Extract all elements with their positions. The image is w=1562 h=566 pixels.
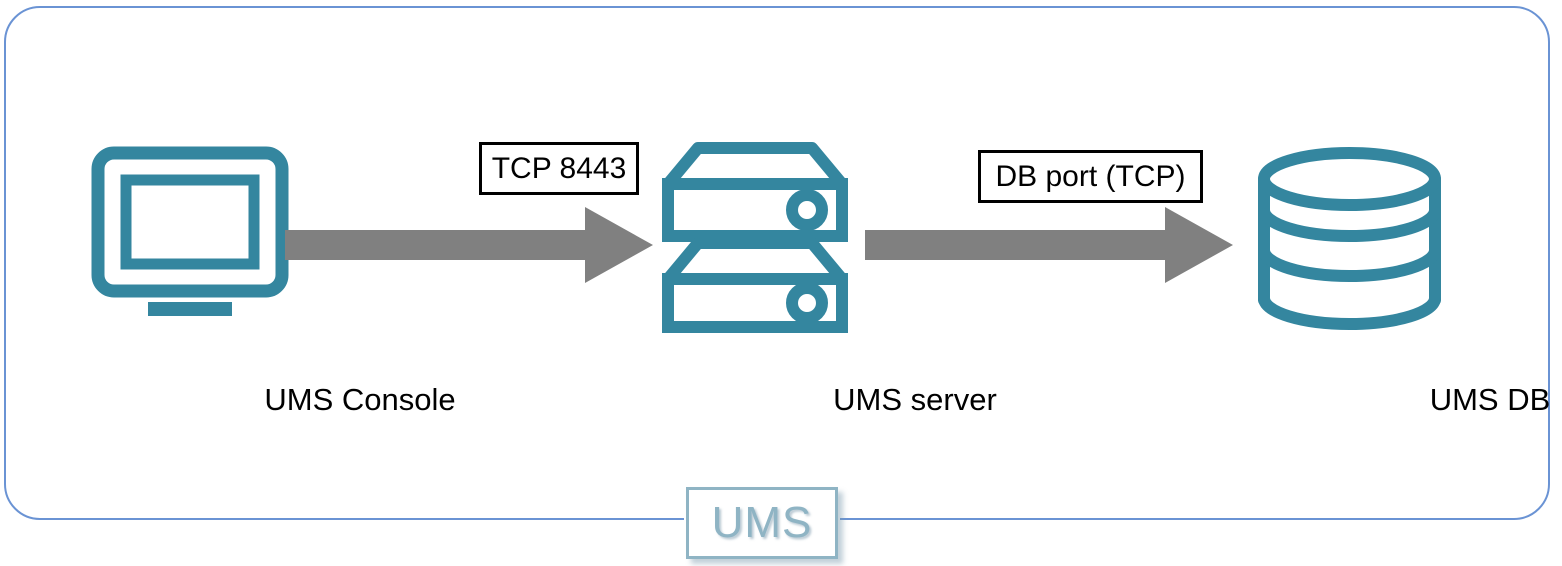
node-ums-server: UMS server [600,140,997,430]
node-caption-ums-server: UMS server [833,382,997,417]
node-ums-db: UMS DB [1200,140,1550,430]
database-cylinder-icon-svg [1258,147,1441,330]
port-label-tcp-8443: TCP 8443 [479,142,639,195]
server-stack-icon [660,140,855,335]
ums-zone-badge-text: UMS [711,498,813,547]
node-caption-ums-console: UMS Console [264,382,456,417]
arrow-console-to-server-svg [285,207,653,283]
port-label-db-port-tcp: DB port (TCP) [978,150,1203,203]
server-stack-icon-svg [662,142,848,333]
port-label-tcp-8443-text: TCP 8443 [491,151,627,185]
arrow-console-to-server [285,205,655,290]
node-caption-ums-db: UMS DB [1429,382,1551,417]
arrow-server-to-db-svg [865,207,1233,283]
ums-zone-badge: UMS [686,487,838,559]
arrow-server-to-db [865,205,1235,290]
database-cylinder-icon [1252,146,1447,336]
node-ums-console: UMS Console [30,140,456,430]
monitor-icon-svg [91,146,289,316]
port-label-db-port-tcp-text: DB port (TCP) [995,159,1186,193]
monitor-icon [90,145,290,325]
